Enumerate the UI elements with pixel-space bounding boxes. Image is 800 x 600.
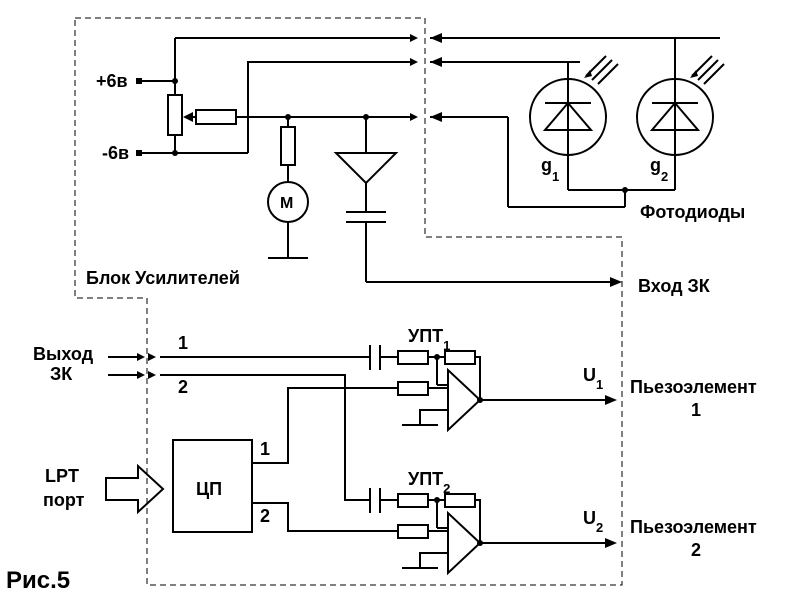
photodiode-g1 [529, 61, 675, 191]
power-terminal-plus [136, 78, 175, 84]
motor-branch [267, 117, 309, 259]
figure-caption: Рис.5 [6, 567, 70, 594]
label-u1: U1 [583, 365, 603, 392]
label-g1: g1 [541, 155, 559, 184]
label-piezo2-line2: 2 [691, 540, 701, 560]
label-line-2: 2 [178, 377, 188, 397]
potentiometer [167, 38, 196, 156]
wire-second [247, 61, 410, 153]
label-plus6: +6в [96, 71, 128, 91]
line-1-upt1 [160, 345, 481, 398]
resistor-wiper [195, 109, 248, 125]
label-piezo1-line1: Пьезоэлемент [630, 377, 757, 397]
lpt-arrow [105, 463, 165, 515]
buffer-amplifier [333, 117, 622, 287]
label-lpt: LPT [45, 466, 79, 486]
label-port: порт [43, 490, 85, 510]
upt2-opamp [397, 510, 617, 576]
zk-output-arrows [108, 353, 156, 379]
label-input-zk: Вход ЗК [638, 276, 711, 296]
cp-block [172, 439, 253, 533]
label-cp-out-2: 2 [260, 506, 270, 526]
upt1-opamp [397, 367, 617, 433]
label-g2: g2 [650, 155, 668, 184]
cp-output-2-wire [252, 502, 398, 532]
label-photodiodes: Фотодиоды [640, 202, 745, 222]
connector-arrows-top [410, 34, 418, 121]
label-u2: U2 [583, 508, 603, 535]
label-piezo2-line1: Пьезоэлемент [630, 517, 757, 537]
label-line-1: 1 [178, 333, 188, 353]
label-upt1: УПТ1 [408, 326, 450, 353]
label-cp-out-1: 1 [260, 439, 270, 459]
cp-output-1-wire [252, 387, 398, 464]
label-cp: ЦП [196, 479, 222, 499]
label-minus6: -6в [102, 143, 129, 163]
light-rays-g2 [690, 55, 725, 85]
power-terminal-minus [136, 150, 248, 156]
label-piezo1-line2: 1 [691, 400, 701, 420]
line-2-upt2 [160, 374, 481, 541]
label-motor: М [280, 195, 293, 212]
label-output-zk-2: ЗК [50, 364, 73, 384]
label-output-zk-1: Выход [33, 344, 94, 364]
label-upt2: УПТ2 [408, 469, 450, 496]
label-block-amplifiers: Блок Усилителей [86, 268, 240, 288]
amplifier-block-boundary [74, 17, 623, 586]
photodiode-wiring [430, 33, 720, 208]
light-rays-g1 [584, 55, 619, 85]
